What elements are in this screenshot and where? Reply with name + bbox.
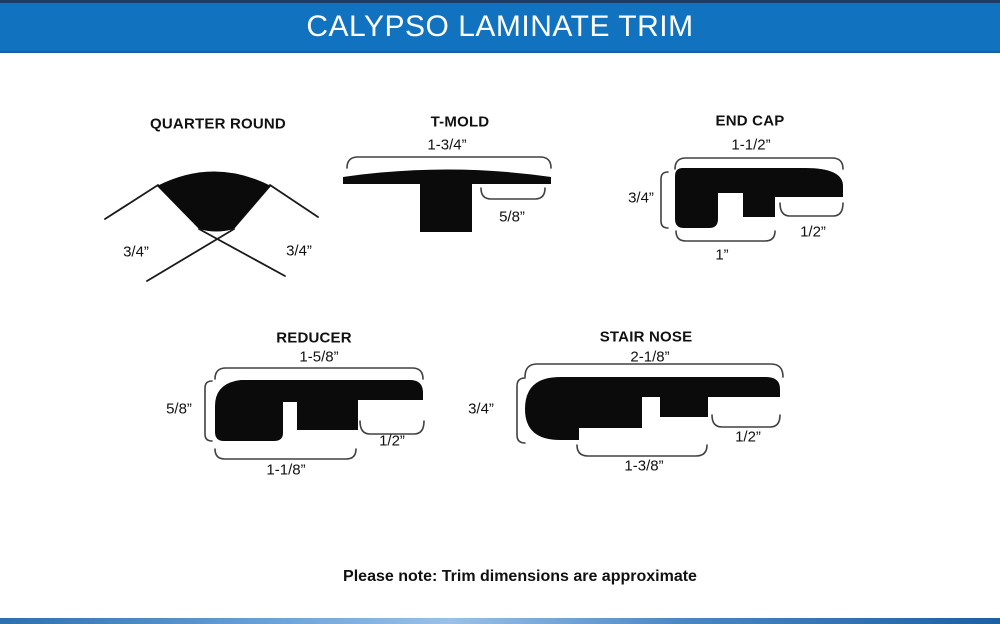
reducer-top-bracket (214, 367, 424, 380)
reducer-shape (215, 380, 423, 441)
stair-nose-left-bracket (516, 377, 526, 444)
end-cap-shape (675, 168, 843, 228)
end-cap-right-bracket (779, 202, 844, 217)
quarter-round-dim-right: 3/4” (286, 242, 312, 260)
reducer-dim-left: 5/8” (166, 400, 192, 418)
end-cap-title: END CAP (715, 112, 785, 130)
reducer-right-bracket (359, 420, 425, 435)
t-mold-dim-top: 1-3/4” (427, 136, 467, 154)
end-cap-top-bracket (674, 157, 844, 170)
reducer-dim-bottom: 1-1/8” (266, 461, 306, 479)
quarter-round-line-upper-left (104, 184, 159, 220)
header-banner: CALYPSO LAMINATE TRIM (0, 0, 1000, 53)
stair-nose-profile (516, 363, 784, 457)
quarter-round-line-lower-left (146, 228, 235, 282)
quarter-round-line-lower-right (198, 228, 286, 277)
reducer-left-bracket (204, 380, 213, 442)
reducer-title: REDUCER (276, 329, 352, 347)
quarter-round-title: QUARTER ROUND (150, 115, 286, 133)
quarter-round-profile (104, 171, 319, 282)
quarter-round-line-upper-right (269, 184, 319, 218)
t-mold-profile (343, 156, 552, 232)
t-mold-title: T-MOLD (430, 113, 490, 131)
end-cap-bottom-bracket (675, 230, 776, 242)
stair-nose-bottom-bracket (576, 444, 708, 457)
end-cap-dim-bottom: 1” (715, 246, 729, 264)
t-mold-dim-bottom: 5/8” (499, 208, 525, 226)
end-cap-left-bracket (660, 171, 669, 229)
end-cap-dim-top: 1-1/2” (731, 136, 771, 154)
t-mold-top-bracket (346, 156, 552, 169)
quarter-round-dim-left: 3/4” (123, 243, 149, 261)
t-mold-bottom-bracket (480, 187, 546, 200)
stair-nose-top-bracket (524, 363, 784, 378)
reducer-profile (204, 367, 425, 460)
approximate-dimensions-note: Please note: Trim dimensions are approxi… (343, 568, 697, 585)
end-cap-dim-right: 1/2” (800, 223, 826, 241)
reducer-dim-right: 1/2” (379, 432, 405, 450)
stair-nose-dim-left: 3/4” (468, 400, 494, 418)
stair-nose-dim-bottom: 1-3/8” (624, 457, 664, 475)
reducer-bottom-bracket (214, 448, 357, 460)
stair-nose-shape (525, 377, 780, 440)
t-mold-shape (343, 169, 551, 232)
reducer-dim-top: 1-5/8” (299, 348, 339, 366)
stair-nose-dim-right: 1/2” (735, 428, 761, 446)
end-cap-profile (660, 157, 844, 242)
footer-stripe (0, 618, 1000, 624)
stair-nose-right-bracket (711, 414, 781, 428)
quarter-round-shape (157, 171, 271, 232)
stair-nose-dim-top: 2-1/8” (630, 348, 670, 366)
stair-nose-title: STAIR NOSE (599, 328, 693, 346)
page-title: CALYPSO LAMINATE TRIM (306, 10, 694, 43)
end-cap-dim-left: 3/4” (628, 189, 654, 207)
